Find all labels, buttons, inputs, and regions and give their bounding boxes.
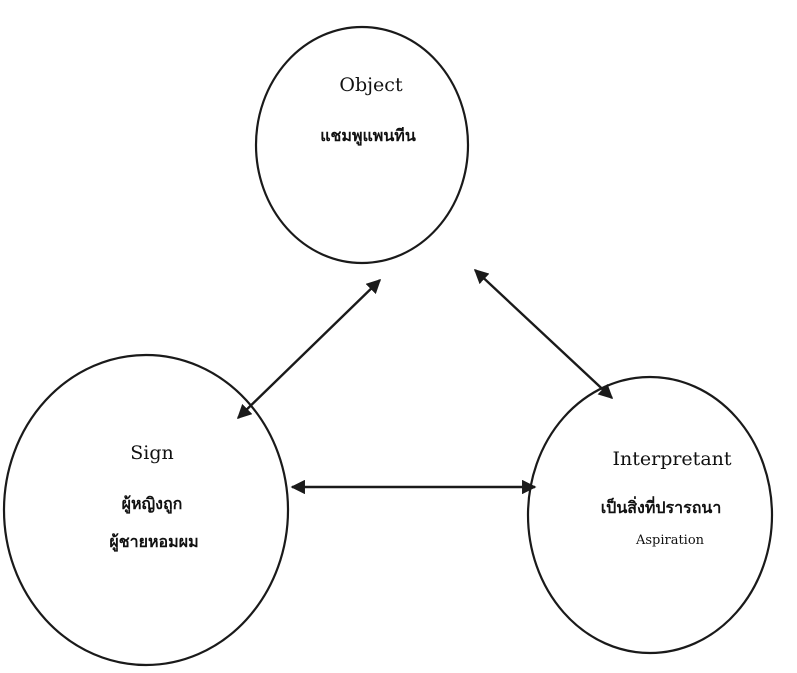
interpretant-english-label: Aspiration: [635, 533, 705, 548]
sign-node-circle: [2, 353, 290, 667]
sign-thai-label-1: ผู้หญิงถูก: [121, 494, 183, 513]
object-thai-label: แชมพูแพนทีน: [320, 126, 416, 145]
object-node-circle: [254, 25, 470, 265]
interpretant-node-circle: [526, 375, 774, 655]
connector-sign-object: [236, 278, 382, 420]
connector-object-interpretant: [473, 269, 614, 399]
object-title: Object: [339, 74, 403, 96]
sign-thai-label-2: ผู้ชายหอมผม: [109, 532, 199, 551]
interpretant-title: Interpretant: [612, 448, 732, 470]
interpretant-thai-label: เป็นสิ่งที่ปรารถนา: [600, 498, 722, 517]
sign-title: Sign: [130, 442, 174, 464]
